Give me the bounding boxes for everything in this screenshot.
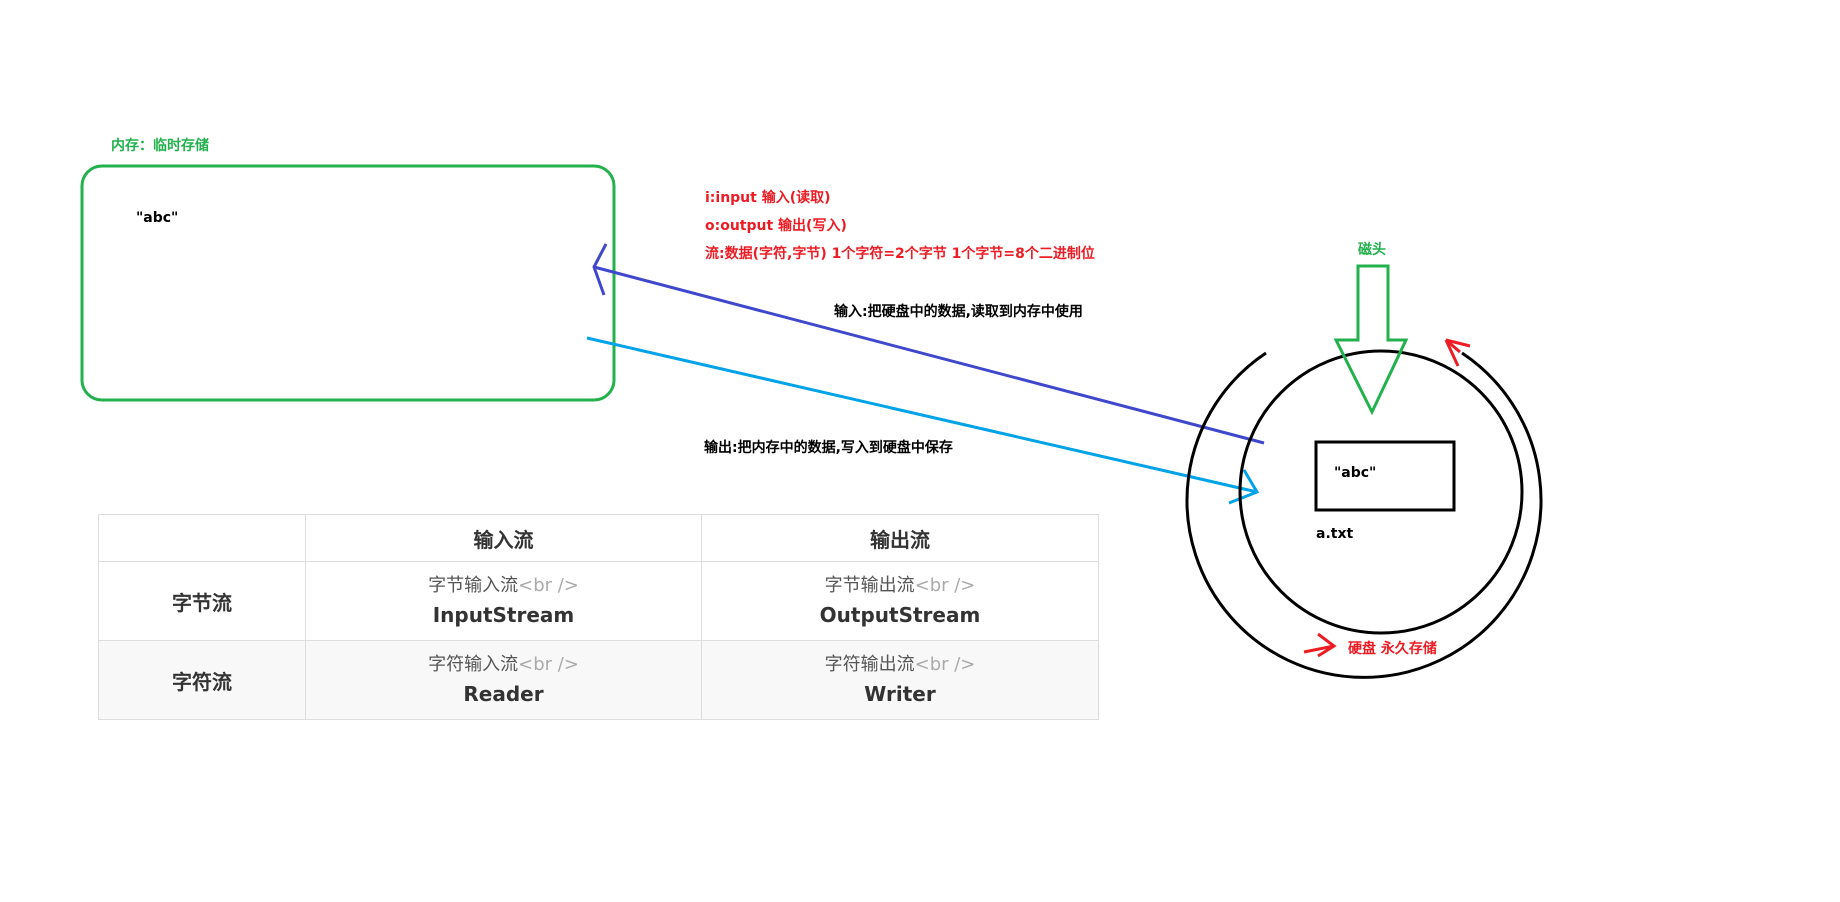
read-head-label: 磁头 bbox=[1358, 242, 1386, 258]
cell-char-input: 字符输入流<br /> Reader bbox=[305, 640, 702, 720]
table-row-char-stream: 字符流 字符输入流<br /> Reader 字符输出流<br /> Write… bbox=[98, 640, 1099, 720]
byte-output-cn: 字节输出流 bbox=[824, 575, 915, 596]
note-input-definition: i:input 输入(读取) bbox=[705, 190, 831, 206]
byte-input-cn: 字节输入流 bbox=[428, 575, 519, 596]
disk-label: 硬盘 永久存储 bbox=[1348, 641, 1437, 657]
output-arrow bbox=[586, 336, 1260, 505]
table-header-row: 输入流 输出流 bbox=[98, 514, 1099, 562]
cell-byte-output: 字节输出流<br /> OutputStream bbox=[701, 561, 1099, 641]
file-name: a.txt bbox=[1316, 526, 1354, 542]
file-box bbox=[1314, 440, 1456, 512]
char-output-class: Writer bbox=[864, 682, 936, 706]
byte-output-br: <br /> bbox=[914, 575, 976, 596]
char-output-cn: 字符输出流 bbox=[824, 654, 915, 675]
char-input-cn: 字符输入流 bbox=[428, 654, 519, 675]
input-description: 输入:把硬盘中的数据,读取到内存中使用 bbox=[834, 304, 1083, 320]
cell-char-output: 字符输出流<br /> Writer bbox=[701, 640, 1099, 720]
category-char-stream: 字符流 bbox=[98, 640, 306, 720]
cell-byte-input: 字节输入流<br /> InputStream bbox=[305, 561, 702, 641]
rotation-arrow-bottom bbox=[1303, 632, 1337, 658]
stream-table: 输入流 输出流 字节流 字节输入流<br /> InputStream 字节输出… bbox=[98, 514, 1099, 720]
disk-inner-circle bbox=[1238, 349, 1524, 635]
input-arrow bbox=[592, 243, 1265, 445]
byte-input-br: <br /> bbox=[518, 575, 579, 596]
note-stream-definition: 流:数据(字符,字节) 1个字符=2个字节 1个字节=8个二进制位 bbox=[705, 246, 1095, 262]
rotation-arrow-top bbox=[1444, 338, 1471, 367]
byte-output-class: OutputStream bbox=[819, 603, 981, 627]
note-output-definition: o:output 输出(写入) bbox=[705, 218, 847, 234]
disk-outer-circle bbox=[1185, 351, 1543, 679]
category-byte-stream: 字节流 bbox=[98, 561, 306, 641]
memory-value: "abc" bbox=[136, 210, 179, 226]
file-content: "abc" bbox=[1334, 465, 1377, 481]
char-input-br: <br /> bbox=[518, 654, 579, 675]
memory-box bbox=[80, 164, 616, 402]
read-head-arrow bbox=[1333, 264, 1409, 416]
char-input-class: Reader bbox=[463, 682, 544, 706]
memory-title: 内存：临时存储 bbox=[111, 138, 209, 154]
table-row-byte-stream: 字节流 字节输入流<br /> InputStream 字节输出流<br /> … bbox=[98, 561, 1099, 641]
header-output-stream: 输出流 bbox=[701, 514, 1099, 562]
header-input-stream: 输入流 bbox=[305, 514, 702, 562]
byte-input-class: InputStream bbox=[432, 603, 575, 627]
header-empty bbox=[98, 514, 306, 562]
output-description: 输出:把内存中的数据,写入到硬盘中保存 bbox=[704, 440, 953, 456]
char-output-br: <br /> bbox=[914, 654, 976, 675]
